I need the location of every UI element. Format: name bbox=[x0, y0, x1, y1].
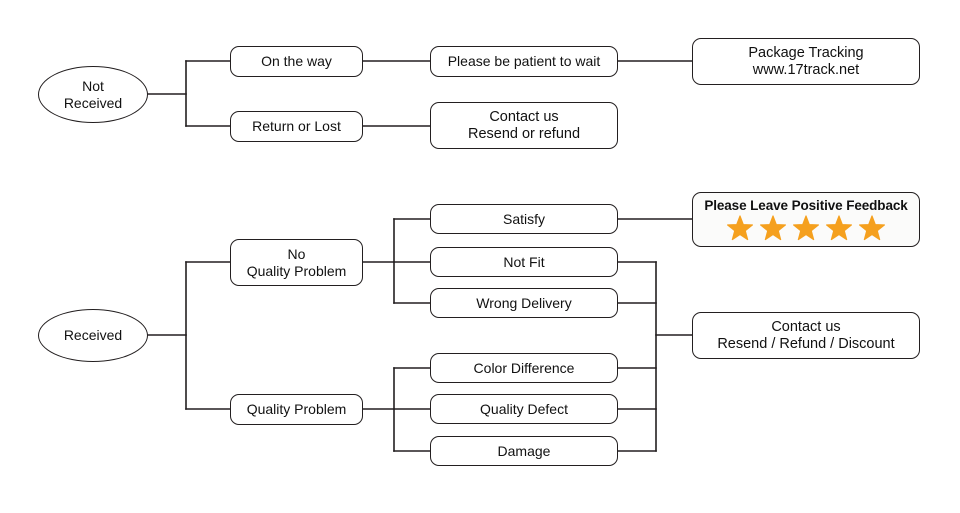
node-package-tracking-line1: Package Tracking bbox=[748, 44, 864, 61]
node-quality-defect[interactable]: Quality Defect bbox=[430, 394, 618, 424]
node-please-be-patient-label: Please be patient to wait bbox=[447, 53, 601, 70]
node-package-tracking[interactable]: Package Tracking www.17track.net bbox=[692, 38, 920, 85]
node-color-difference[interactable]: Color Difference bbox=[430, 353, 618, 383]
node-on-the-way[interactable]: On the way bbox=[230, 46, 363, 77]
node-not-received[interactable]: Not Received bbox=[38, 66, 148, 123]
node-satisfy[interactable]: Satisfy bbox=[430, 204, 618, 234]
star-icon[interactable] bbox=[726, 215, 754, 243]
node-return-or-lost-label: Return or Lost bbox=[252, 118, 341, 135]
star-icon[interactable] bbox=[825, 215, 853, 243]
node-package-tracking-line2: www.17track.net bbox=[752, 61, 860, 78]
node-contact-resend-or-refund[interactable]: Contact us Resend or refund bbox=[430, 102, 618, 149]
node-no-quality-problem[interactable]: No Quality Problem bbox=[230, 239, 363, 286]
node-received-label: Received bbox=[63, 327, 123, 344]
node-wrong-delivery[interactable]: Wrong Delivery bbox=[430, 288, 618, 318]
feedback-caption: Please Leave Positive Feedback bbox=[704, 198, 908, 213]
node-contact-discount-line1: Contact us bbox=[771, 318, 841, 335]
node-contact-resend-or-refund-line2: Resend or refund bbox=[467, 125, 581, 142]
node-return-or-lost[interactable]: Return or Lost bbox=[230, 111, 363, 142]
node-damage[interactable]: Damage bbox=[430, 436, 618, 466]
node-contact-resend-refund-discount[interactable]: Contact us Resend / Refund / Discount bbox=[692, 312, 920, 359]
node-received[interactable]: Received bbox=[38, 309, 148, 362]
node-not-fit-label: Not Fit bbox=[503, 253, 545, 270]
star-rating[interactable] bbox=[726, 215, 886, 243]
node-no-quality-problem-line2: Quality Problem bbox=[246, 262, 347, 279]
node-color-difference-label: Color Difference bbox=[473, 359, 575, 376]
node-contact-discount-line2: Resend / Refund / Discount bbox=[717, 335, 895, 352]
node-quality-problem-label: Quality Problem bbox=[246, 401, 347, 418]
star-icon[interactable] bbox=[792, 215, 820, 243]
node-satisfy-label: Satisfy bbox=[502, 210, 545, 227]
node-contact-resend-or-refund-line1: Contact us bbox=[489, 108, 559, 125]
node-please-be-patient[interactable]: Please be patient to wait bbox=[430, 46, 618, 77]
node-no-quality-problem-line1: No bbox=[287, 246, 306, 263]
node-quality-problem[interactable]: Quality Problem bbox=[230, 394, 363, 425]
star-icon[interactable] bbox=[858, 215, 886, 243]
node-damage-label: Damage bbox=[497, 442, 551, 459]
node-positive-feedback[interactable]: Please Leave Positive Feedback bbox=[692, 192, 920, 247]
node-not-fit[interactable]: Not Fit bbox=[430, 247, 618, 277]
node-wrong-delivery-label: Wrong Delivery bbox=[476, 294, 572, 311]
node-on-the-way-label: On the way bbox=[261, 53, 332, 70]
star-icon[interactable] bbox=[759, 215, 787, 243]
node-quality-defect-label: Quality Defect bbox=[480, 400, 568, 417]
node-not-received-line2: Received bbox=[63, 94, 123, 111]
node-not-received-line1: Not bbox=[82, 78, 104, 95]
